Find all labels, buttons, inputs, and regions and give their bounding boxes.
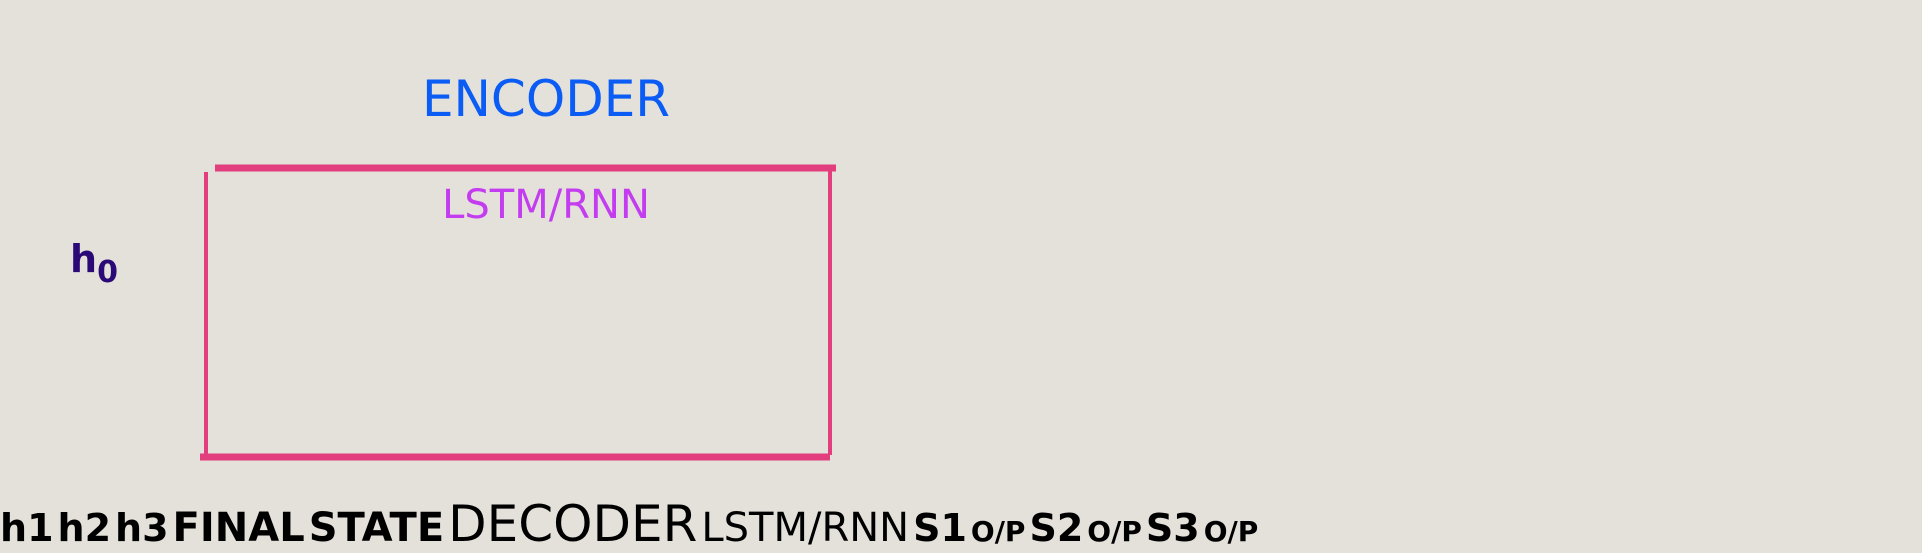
encoder-type-label: LSTM/RNN	[442, 182, 650, 228]
encoder-cell-h3: h3	[115, 506, 169, 550]
final-state: FINAL STATE	[173, 505, 449, 551]
encoder: ENCODER LSTM/RNN h0	[70, 70, 836, 461]
decoder-title: DECODER	[448, 495, 698, 553]
arrow-h2-h3: FINAL STATE DECODER LSTM/RNN S1 O/P S2	[173, 495, 1259, 553]
encoder-title: ENCODER	[422, 70, 670, 128]
initial-state-arrow: h1 h2 h3 FINAL STATE DECOD	[0, 495, 1259, 553]
encoder-box	[200, 164, 836, 461]
output-label: O/P	[970, 515, 1026, 548]
decoder-cell-s3: S3 O/P	[1145, 506, 1259, 550]
arrow-h3-final-state: FINAL STATE	[173, 505, 449, 551]
decoder-cell-s2: S2 O/P	[1029, 506, 1142, 550]
decoder-type-label: LSTM/RNN	[701, 505, 910, 551]
encoder-cell-h1: h1	[0, 506, 54, 550]
arrow-h1-h2: FINAL STATE DECODER LSTM/RNN S1 O/P S2	[173, 495, 1259, 553]
decoder: DECODER LSTM/RNN S1 O/P S2 O/P	[448, 495, 1259, 553]
output-label: O/P	[1087, 515, 1142, 548]
final-state-label-line2: STATE	[308, 505, 445, 551]
encoder-decoder-diagram: ENCODER LSTM/RNN h0	[70, 70, 836, 461]
final-state-label-line1: FINAL	[172, 505, 305, 551]
initial-state-label: h0	[70, 237, 118, 290]
encoder-cell-h2: h2	[57, 506, 112, 550]
output-label: O/P	[1203, 515, 1259, 548]
decoder-cell-s1: S1 O/P	[913, 506, 1026, 550]
